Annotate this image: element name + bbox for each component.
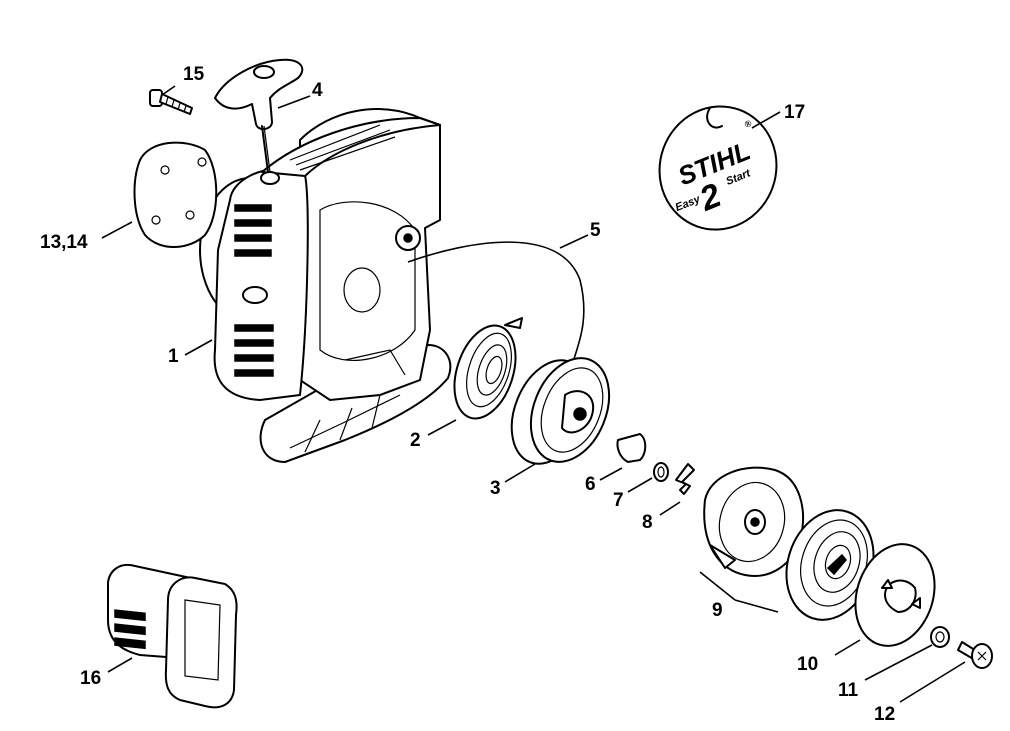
part-washer-11 [930,626,950,648]
part-cover-plate [133,141,218,248]
part-screw-15 [149,89,193,115]
part-washer-plate [854,543,936,647]
part-labels: 15 4 17 13,14 5 1 2 3 6 7 8 9 10 11 12 1… [40,64,895,725]
part-intake-cover [107,564,238,709]
label-16: 16 [80,668,101,689]
label-2: 2 [410,430,421,451]
label-1: 1 [168,346,179,367]
label-5: 5 [590,220,601,241]
label-8: 8 [642,512,653,533]
part-rope-rotor [510,357,611,465]
label-4: 4 [312,80,323,101]
part-screw-12 [957,641,993,669]
part-fan-housing [199,108,452,463]
label-3: 3 [490,478,501,499]
part-starter-grip [214,58,304,173]
leader-lines [101,85,966,703]
part-starter-rope [407,241,585,366]
part-stihl-logo-disc: STIHL ® Easy 2 Start [658,105,778,231]
label-15: 15 [183,64,205,85]
label-7: 7 [613,490,624,511]
label-17: 17 [784,102,805,123]
label-12: 12 [874,704,895,725]
label-13-14: 13,14 [40,232,88,253]
part-spring-clip [675,463,695,495]
label-6: 6 [585,474,596,495]
part-starter-spring-housing [785,509,875,621]
part-rewind-spring [453,317,523,420]
label-10: 10 [797,654,818,675]
part-washer-7 [653,462,669,482]
logo-registered: ® [743,118,753,130]
label-11: 11 [838,680,859,701]
part-pawl [616,433,647,463]
label-9: 9 [712,600,723,621]
